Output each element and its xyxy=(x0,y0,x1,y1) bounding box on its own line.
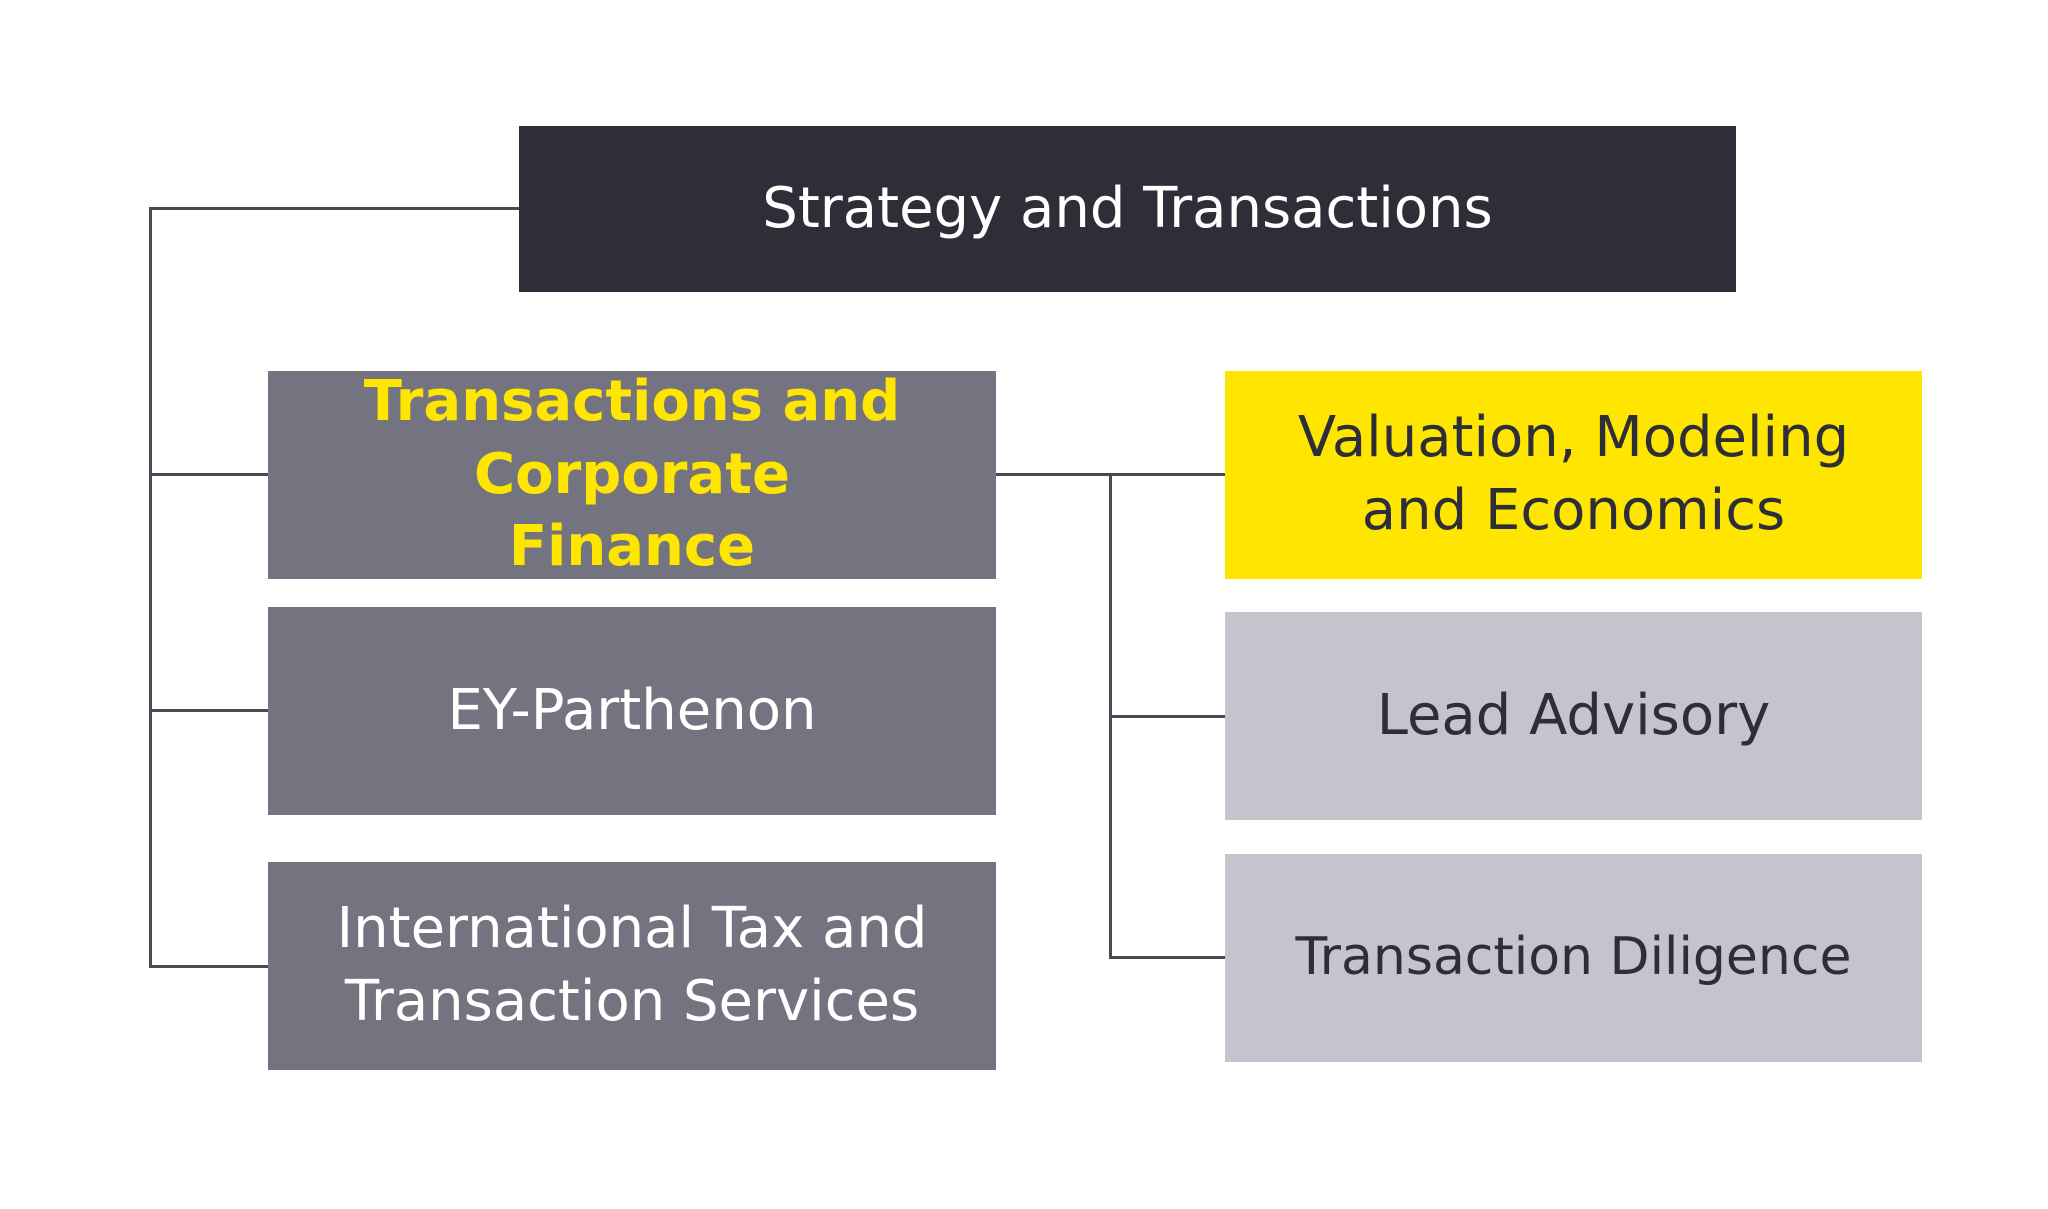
root-label: Strategy and Transactions xyxy=(762,175,1493,241)
node-label: Transactions and Corporate Finance xyxy=(363,368,901,580)
connector-left-trunk xyxy=(149,207,152,968)
node-label: Transaction Diligence xyxy=(1295,927,1852,988)
node-international-tax: International Tax and Transaction Servic… xyxy=(268,862,996,1070)
root-node: Strategy and Transactions xyxy=(519,126,1736,292)
connector-root xyxy=(149,207,519,210)
node-label: International Tax and Transaction Servic… xyxy=(336,896,928,1034)
connector-left-1 xyxy=(149,473,268,476)
node-label: Valuation, Modeling and Economics xyxy=(1297,405,1850,543)
connector-right-3 xyxy=(1109,956,1225,959)
node-transactions-corporate-finance: Transactions and Corporate Finance xyxy=(268,369,996,579)
node-valuation-modeling-economics: Valuation, Modeling and Economics xyxy=(1225,371,1922,579)
connector-left-2 xyxy=(149,709,268,712)
node-ey-parthenon: EY-Parthenon xyxy=(268,607,996,815)
connector-left-3 xyxy=(149,965,268,968)
node-lead-advisory: Lead Advisory xyxy=(1225,612,1922,820)
node-label: Lead Advisory xyxy=(1376,682,1771,748)
connector-right-2 xyxy=(1109,715,1225,718)
node-transaction-diligence: Transaction Diligence xyxy=(1225,854,1922,1062)
node-label: EY-Parthenon xyxy=(447,677,817,743)
